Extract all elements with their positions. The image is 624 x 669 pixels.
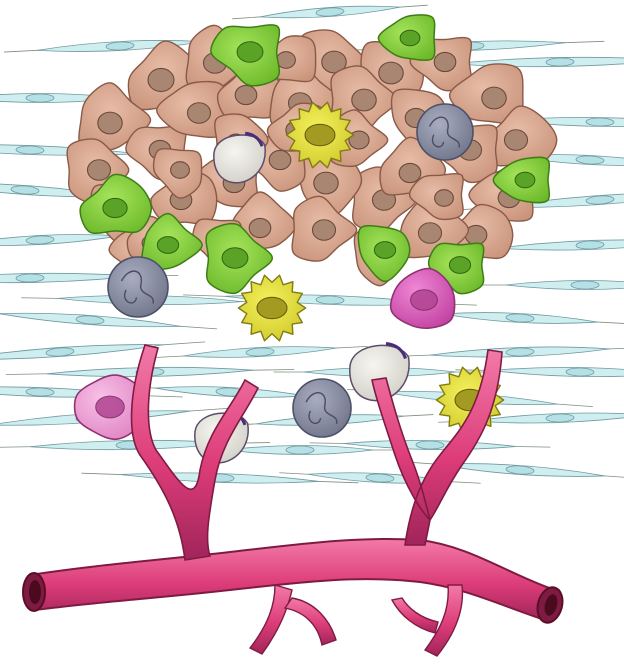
fibroblast xyxy=(394,343,624,361)
gray-cell xyxy=(108,257,168,317)
vessel-lumen-left-inner xyxy=(29,580,41,604)
fibroblast xyxy=(474,281,624,290)
gray-cell xyxy=(293,379,351,437)
vessel-branch-down-1 xyxy=(250,585,292,654)
fibroblast xyxy=(0,337,206,366)
vessel-branch-down-4 xyxy=(392,598,438,633)
tumor-cell xyxy=(292,196,357,261)
magenta-cell xyxy=(391,269,455,329)
gray-cell xyxy=(417,104,473,160)
yellow-cell xyxy=(238,275,305,341)
white-cell xyxy=(214,133,265,182)
fibroblast xyxy=(152,342,368,362)
vessel-branch-down-2 xyxy=(285,598,336,645)
fibroblast xyxy=(0,307,217,334)
fibroblast xyxy=(81,469,358,488)
